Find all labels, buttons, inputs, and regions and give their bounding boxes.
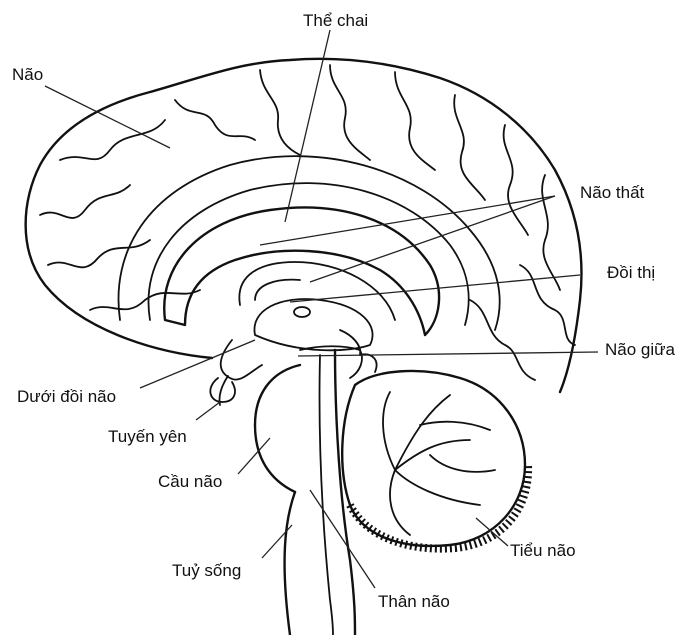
leader-tuy-song <box>262 525 292 558</box>
label-tuyen-yen: Tuyến yên <box>108 427 187 446</box>
leader-nao-that-1 <box>260 196 555 245</box>
label-cau-nao: Cầu não <box>158 472 222 491</box>
interthalamic-adhesion <box>294 307 310 317</box>
cerebellum-arbor <box>383 392 495 535</box>
gyrus-line <box>395 72 435 170</box>
pons <box>255 365 300 492</box>
gyrus-line <box>542 175 560 290</box>
gyrus-line <box>175 100 255 140</box>
gyrus-line <box>470 300 535 380</box>
cerebrum-outline <box>26 59 582 392</box>
leader-tuyen-yen <box>196 402 220 420</box>
label-than-nao: Thân não <box>378 592 450 611</box>
label-doi-thi: Đồi thị <box>607 263 655 282</box>
label-nao-that: Não thất <box>580 183 645 202</box>
thalamus <box>254 299 372 350</box>
gyrus-line <box>330 65 370 160</box>
gyrus-line <box>520 265 575 345</box>
brainstem-mid <box>319 355 333 635</box>
leader-nao <box>45 86 170 148</box>
label-duoi-doi-nao: Dưới đồi não <box>17 387 116 406</box>
gyrus-line <box>48 240 150 267</box>
label-tuy-song: Tuỷ sống <box>172 561 241 580</box>
leader-cau-nao <box>238 438 270 474</box>
pituitary <box>210 378 235 402</box>
ventricle <box>255 280 300 300</box>
gyrus-line <box>260 70 300 155</box>
leader-nao-giua <box>298 352 598 356</box>
gyrus-line <box>454 95 485 200</box>
corpus-callosum <box>164 207 439 335</box>
label-nao: Não <box>12 65 43 84</box>
gyrus-line <box>40 185 130 218</box>
cerebellum-rim <box>350 465 528 549</box>
label-tieu-nao: Tiểu não <box>510 541 576 560</box>
gyrus-line <box>90 290 200 310</box>
label-nao-giua: Não giữa <box>605 340 676 359</box>
brainstem-front <box>285 492 295 635</box>
label-the-chai: Thể chai <box>303 11 368 30</box>
tectum <box>340 330 377 372</box>
gyrus-line <box>504 125 528 235</box>
